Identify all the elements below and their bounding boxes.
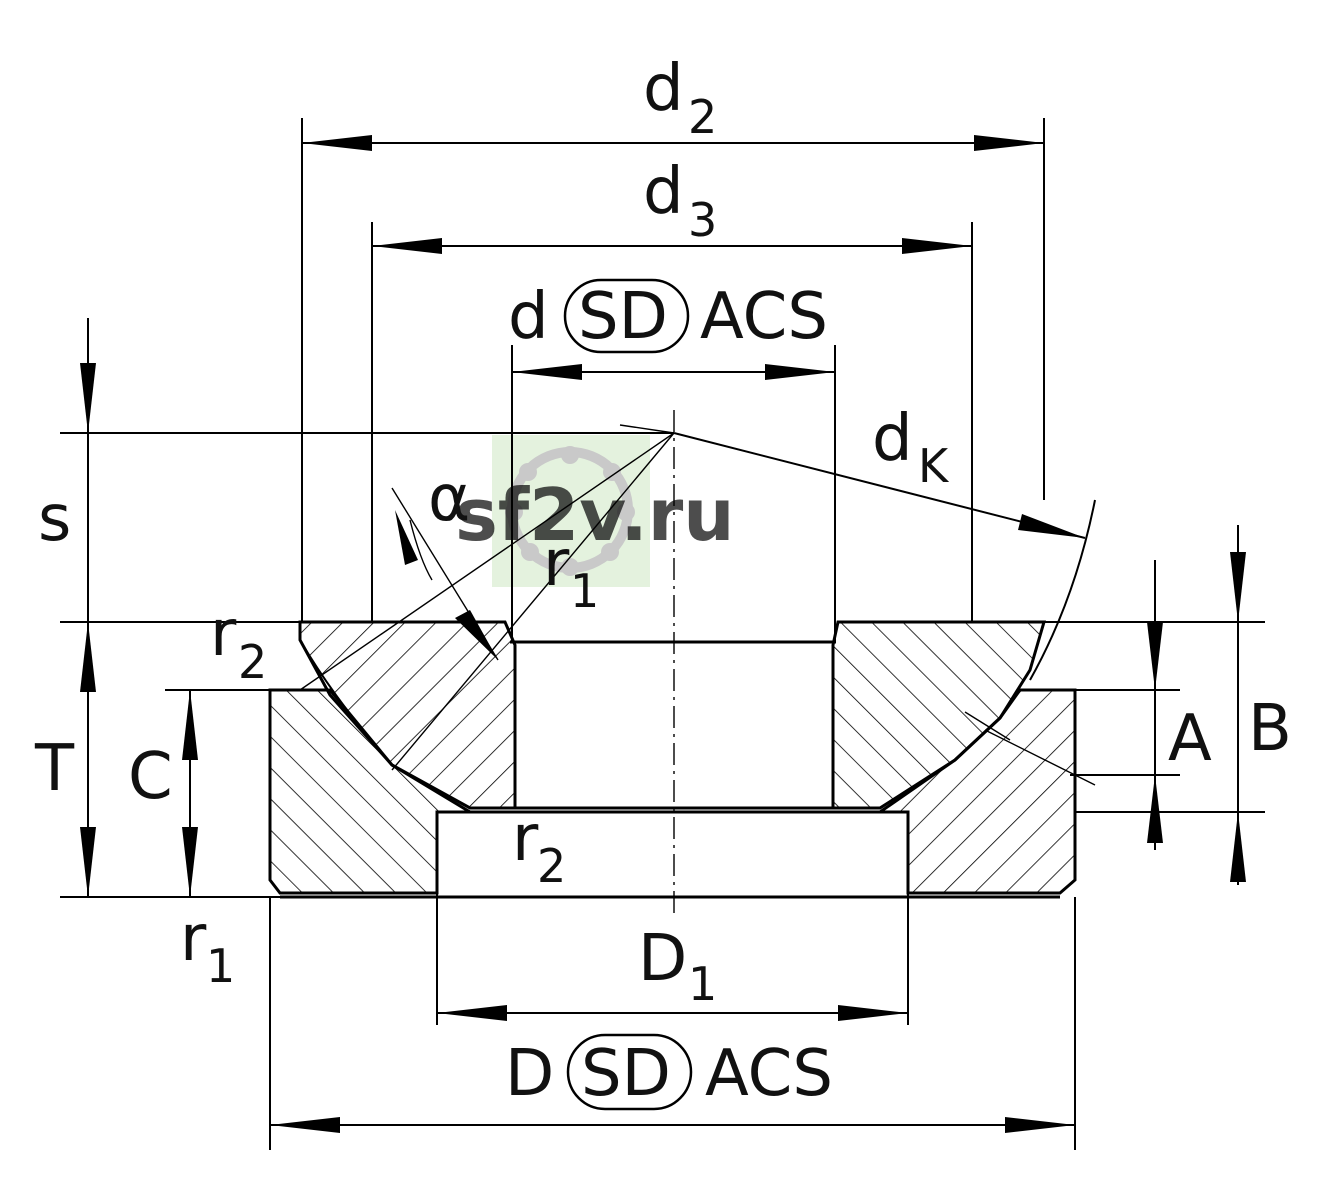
dimension-d2 xyxy=(302,135,1044,151)
label-d-badge-outline xyxy=(563,278,690,354)
label-r1-top: r 1 xyxy=(543,527,599,618)
label-dK-main: d xyxy=(872,402,913,476)
label-d-tolerance: d SD ACS xyxy=(508,278,828,354)
label-r1-top-main: r xyxy=(543,527,570,601)
dimension-T xyxy=(80,622,96,897)
label-B: B xyxy=(1248,692,1292,766)
label-D-tolerance: D SD ACS xyxy=(505,1033,833,1111)
label-r1-bottom-sub: 1 xyxy=(206,939,235,993)
label-d2-sub: 2 xyxy=(688,90,717,144)
label-d3-main: d xyxy=(643,155,684,229)
label-D-badge-outline xyxy=(566,1033,693,1111)
label-d2-main: d xyxy=(643,52,684,126)
label-r2-mid-main: r xyxy=(512,802,539,876)
label-d3-sub: 3 xyxy=(688,193,717,247)
label-T: T xyxy=(34,732,75,806)
dimension-dK xyxy=(673,432,1086,539)
sphere-left-arc xyxy=(299,639,393,766)
label-D-suffix: ACS xyxy=(705,1037,833,1111)
label-d-main: d xyxy=(508,280,549,354)
dimension-D xyxy=(270,1117,1075,1133)
label-dK: d K xyxy=(872,402,950,493)
label-d2: d 2 xyxy=(643,52,717,144)
extension-lines xyxy=(60,118,1265,1150)
label-r1-bottom-main: r xyxy=(180,902,207,976)
watermark-balls xyxy=(505,446,635,576)
leader-contact xyxy=(964,711,1011,741)
dimension-d xyxy=(512,364,835,380)
label-d-suffix: ACS xyxy=(700,280,828,354)
label-dK-sub: K xyxy=(918,439,950,493)
dimension-s xyxy=(80,318,96,622)
dimension-D1 xyxy=(437,1005,908,1021)
label-r2-left-main: r xyxy=(210,597,237,671)
label-D1: D 1 xyxy=(638,922,717,1011)
label-r2-mid-sub: 2 xyxy=(537,839,566,893)
label-A: A xyxy=(1168,702,1212,776)
label-r1-top-sub: 1 xyxy=(570,564,599,618)
label-D-badge: SD xyxy=(581,1037,671,1111)
label-r1-bottom: r 1 xyxy=(180,902,235,993)
label-d-badge: SD xyxy=(578,280,668,354)
label-r2-mid: r 2 xyxy=(512,802,566,893)
label-r2-left-sub: 2 xyxy=(238,635,267,689)
label-s: s xyxy=(38,482,71,556)
watermark: sf2v.ru xyxy=(455,435,734,587)
leader-A xyxy=(984,729,1096,786)
label-alpha: α xyxy=(428,462,470,536)
label-d3: d 3 xyxy=(643,155,717,247)
angle-alpha-construction xyxy=(299,424,675,771)
label-D-main: D xyxy=(505,1037,554,1111)
label-D1-main: D xyxy=(638,922,687,996)
watermark-text: sf2v.ru xyxy=(455,473,734,557)
label-C: C xyxy=(128,740,173,814)
sphere-contour-arc xyxy=(1029,499,1096,681)
dimension-B xyxy=(1230,525,1246,885)
dimension-d3 xyxy=(372,238,972,254)
label-D1-sub: 1 xyxy=(688,957,717,1011)
housing-washer-right-section xyxy=(875,688,1077,895)
dimension-A xyxy=(1147,560,1163,850)
dimension-C xyxy=(182,690,198,897)
label-r2-left: r 2 xyxy=(210,597,267,689)
